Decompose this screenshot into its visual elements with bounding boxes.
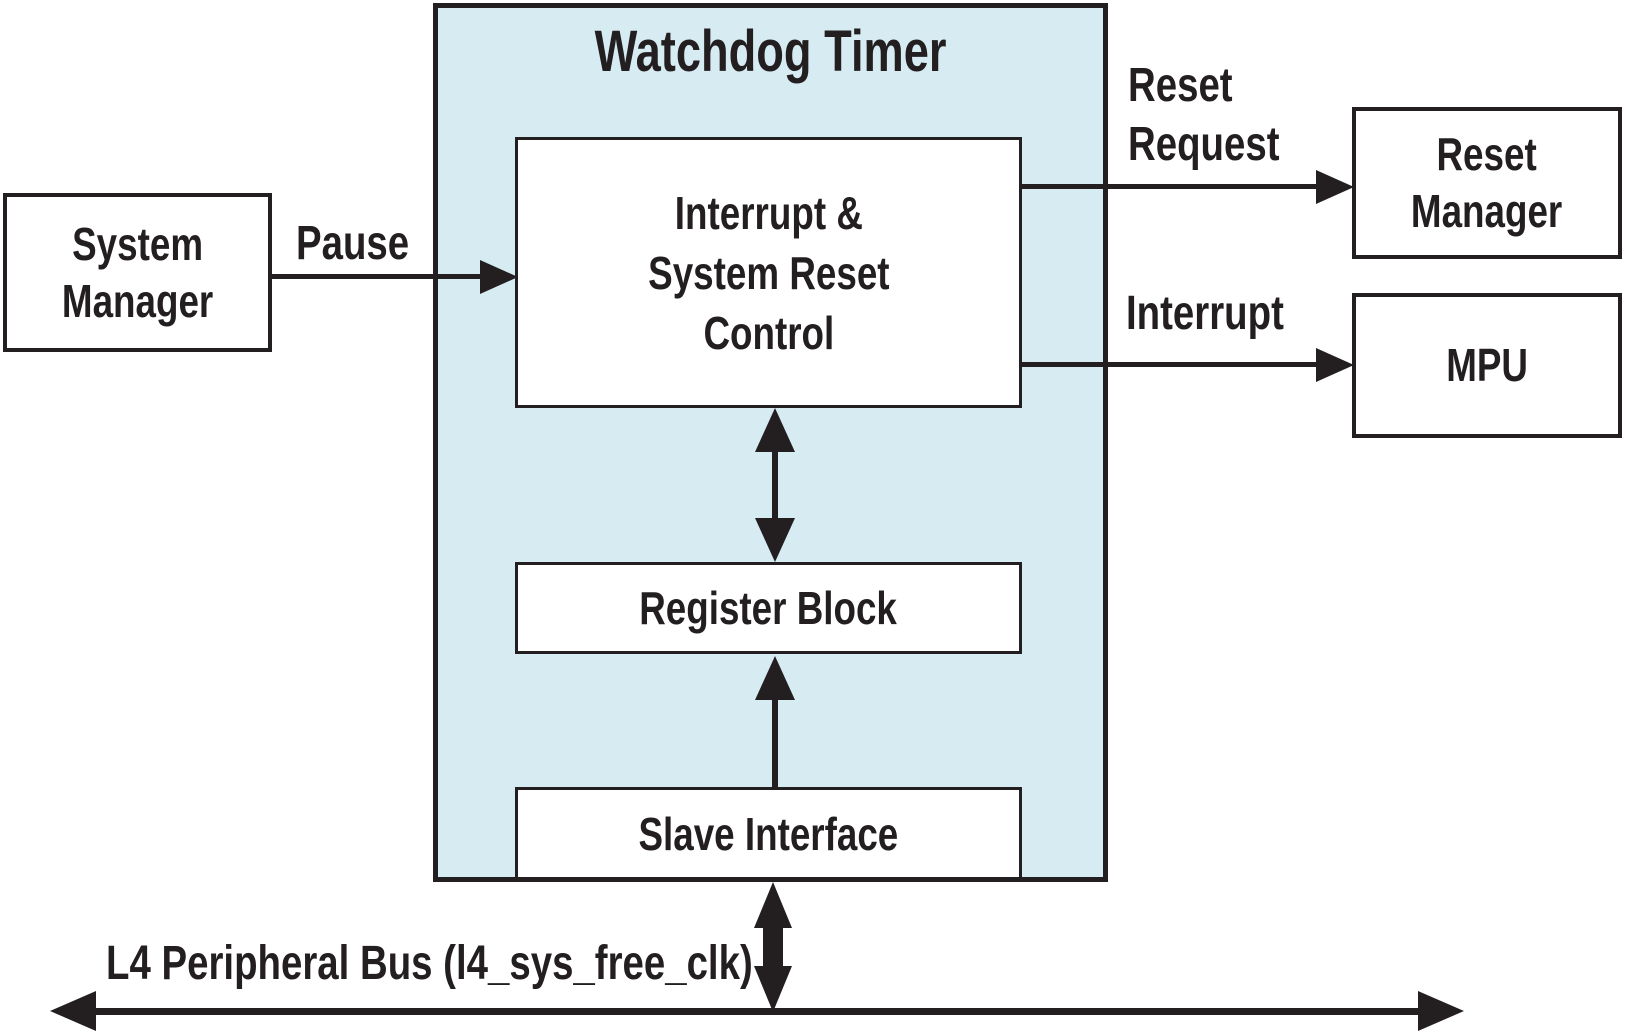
slave-interface-block: Slave Interface [515, 787, 1022, 880]
interrupt-arrow-line [1022, 362, 1316, 367]
slave-register-arrowhead-icon [755, 656, 795, 700]
system-manager-line1: System [72, 217, 203, 270]
interrupt-system-reset-control-block: Interrupt & System Reset Control [515, 137, 1022, 408]
watchdog-timer-title-text: Watchdog Timer [594, 19, 947, 84]
pause-label: Pause [296, 217, 410, 270]
slave-interface-label: Slave Interface [638, 807, 899, 860]
bus-connection-arrowhead-down-icon [754, 966, 792, 1012]
bus-connection-arrowhead-up-icon [754, 882, 792, 928]
reset-request-label: Reset Request [1128, 56, 1280, 174]
reset-manager-block: Reset Manager [1352, 107, 1622, 259]
bus-connection-arrow-line [763, 924, 783, 970]
control-block-line3: Control [703, 306, 834, 359]
pause-arrowhead-icon [480, 260, 518, 294]
reset-request-arrow-line [1022, 184, 1316, 189]
control-block-line2: System Reset [647, 246, 890, 299]
pause-arrow-line [272, 274, 480, 279]
reset-manager-line2: Manager [1411, 185, 1563, 237]
l4-bus-line [94, 1008, 1420, 1015]
reset-request-label-line1: Reset [1128, 59, 1233, 112]
reset-request-label-line2: Request [1128, 118, 1280, 171]
register-block-label: Register Block [639, 582, 898, 634]
l4-bus-arrowhead-left-icon [50, 991, 96, 1031]
register-block: Register Block [515, 562, 1022, 654]
control-register-arrowhead-down-icon [755, 518, 795, 562]
mpu-label: MPU [1446, 339, 1528, 391]
reset-request-arrowhead-icon [1316, 170, 1354, 204]
interrupt-label: Interrupt [1126, 287, 1284, 340]
reset-manager-line1: Reset [1436, 128, 1538, 180]
slave-register-arrow-line [772, 696, 778, 787]
control-block-line1: Interrupt & [674, 186, 863, 239]
system-manager-block: System Manager [3, 193, 272, 352]
mpu-block: MPU [1352, 293, 1622, 438]
watchdog-timer-title: Watchdog Timer [433, 18, 1108, 85]
control-register-arrowhead-up-icon [755, 408, 795, 452]
l4-bus-arrowhead-right-icon [1418, 991, 1464, 1031]
control-register-arrow-line [772, 448, 778, 522]
system-manager-line2: Manager [61, 274, 214, 327]
l4-bus-label: L4 Peripheral Bus (l4_sys_free_clk) [106, 937, 753, 990]
interrupt-arrowhead-icon [1316, 348, 1354, 382]
